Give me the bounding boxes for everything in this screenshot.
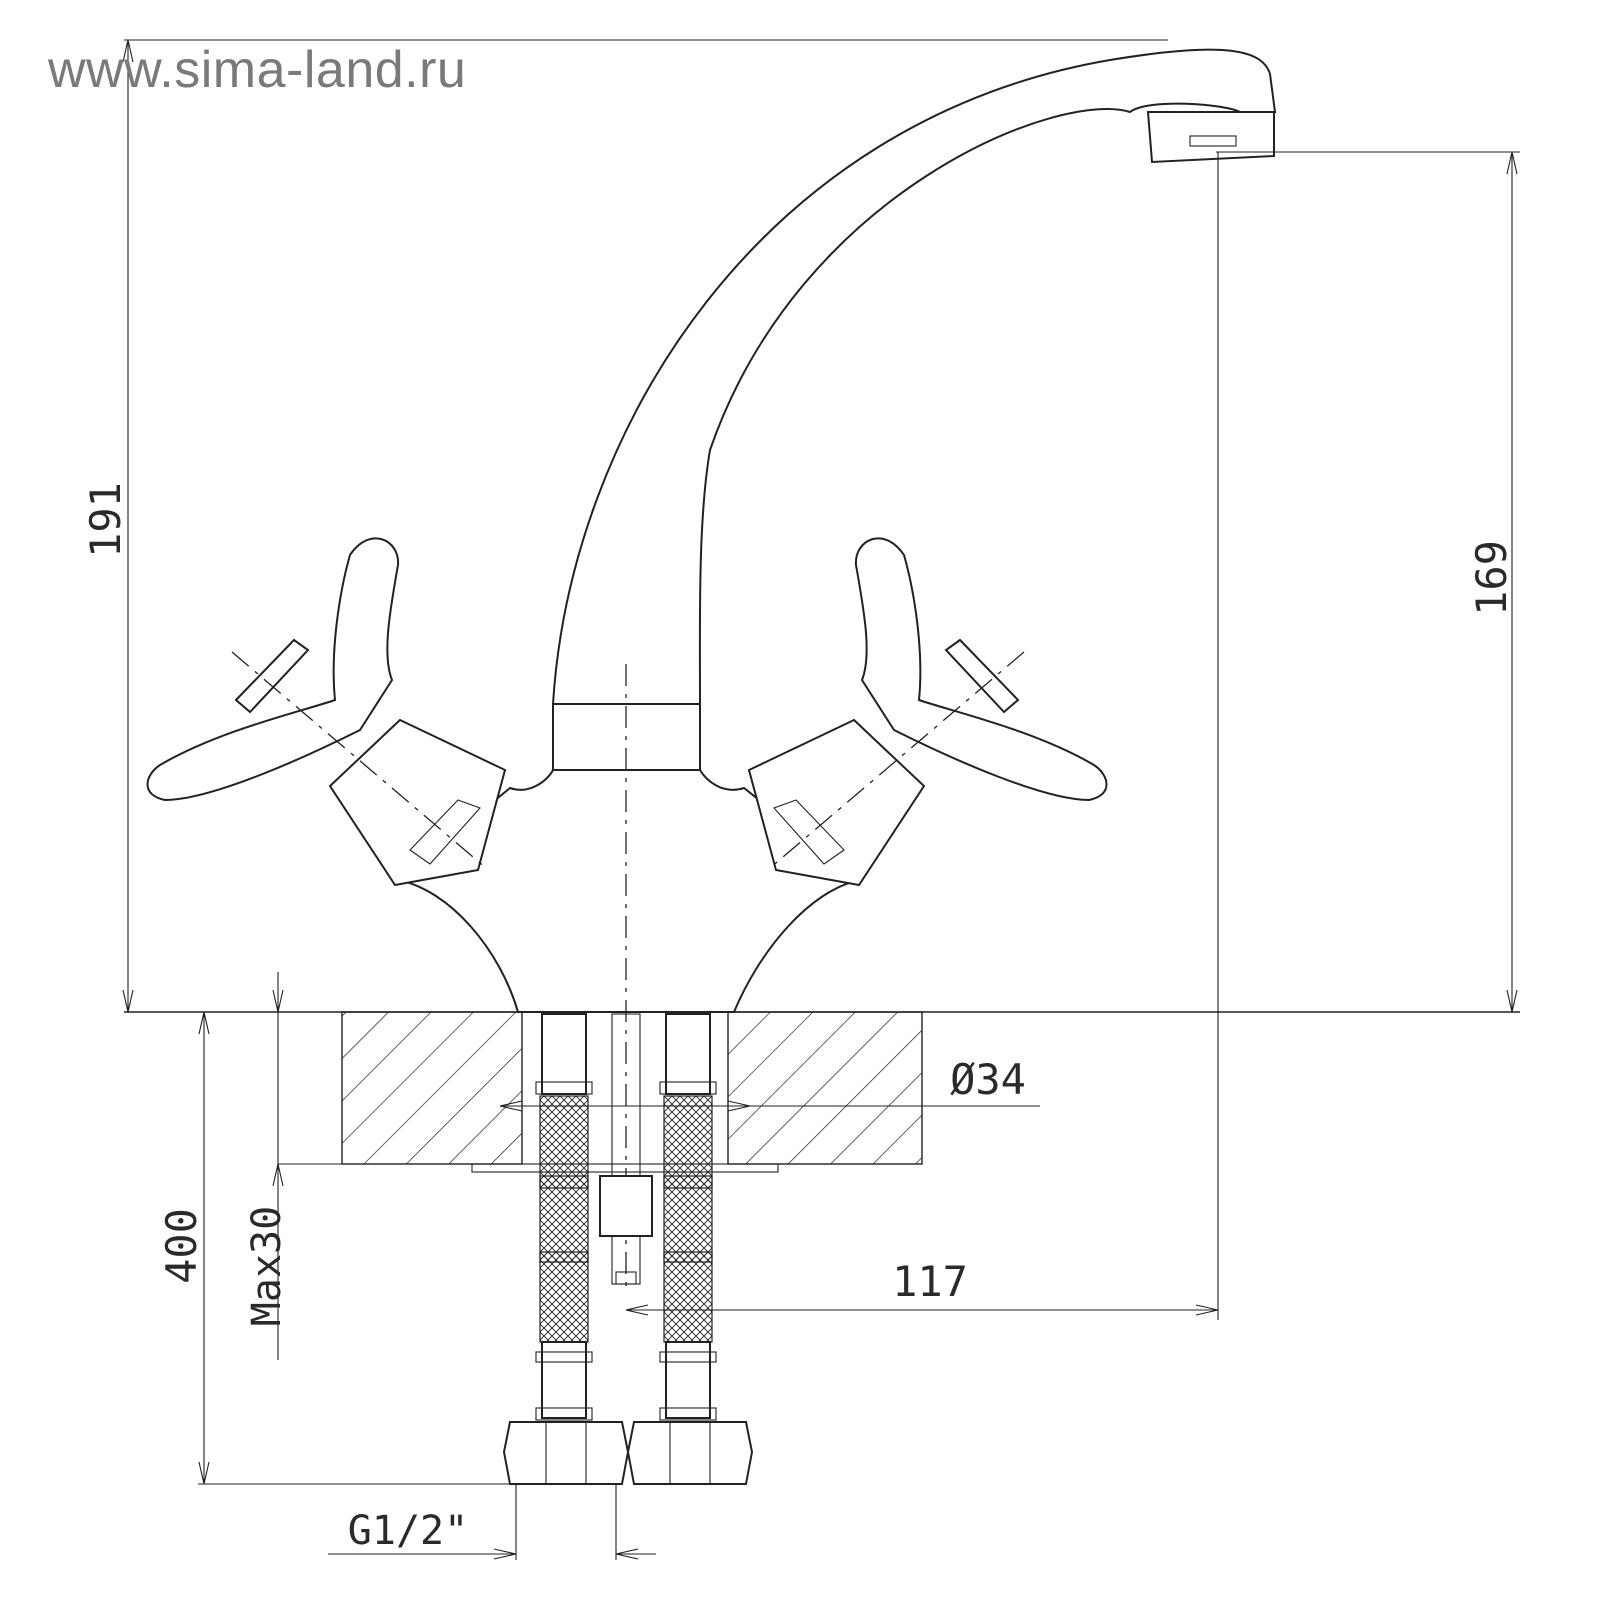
max-thickness-label: Max30 xyxy=(244,1206,290,1326)
left-hose xyxy=(502,1013,630,1485)
dimension-hole-diameter: Ø34 xyxy=(499,1055,1040,1112)
right-hose xyxy=(626,1013,754,1485)
dimension-hose-length: 400 xyxy=(157,1011,510,1485)
hole-diameter-label: Ø34 xyxy=(950,1055,1026,1104)
valve-body xyxy=(395,769,863,1013)
dimension-thread: G1/2" xyxy=(328,1484,656,1560)
spout-height-label: 169 xyxy=(1467,540,1516,616)
left-handle xyxy=(146,537,507,887)
right-handle xyxy=(747,537,1108,887)
spout-reach-label: 117 xyxy=(892,1257,968,1306)
dimension-max-thickness: Max30 xyxy=(244,972,472,1360)
fixing-stud xyxy=(599,1013,653,1285)
total-height-label: 191 xyxy=(81,482,130,558)
countertop-section xyxy=(341,1011,923,1173)
spout xyxy=(551,48,1277,705)
dimension-spout-reach: 117 xyxy=(625,152,1219,1320)
hose-length-label: 400 xyxy=(157,1208,206,1284)
dimension-spout-height: 169 xyxy=(1216,151,1520,1013)
watermark: www.sima-land.ru xyxy=(48,41,467,99)
thread-label: G1/2" xyxy=(348,1508,468,1554)
aerator-slot xyxy=(1189,135,1237,147)
dimension-total-height: 191 xyxy=(81,39,1168,1013)
